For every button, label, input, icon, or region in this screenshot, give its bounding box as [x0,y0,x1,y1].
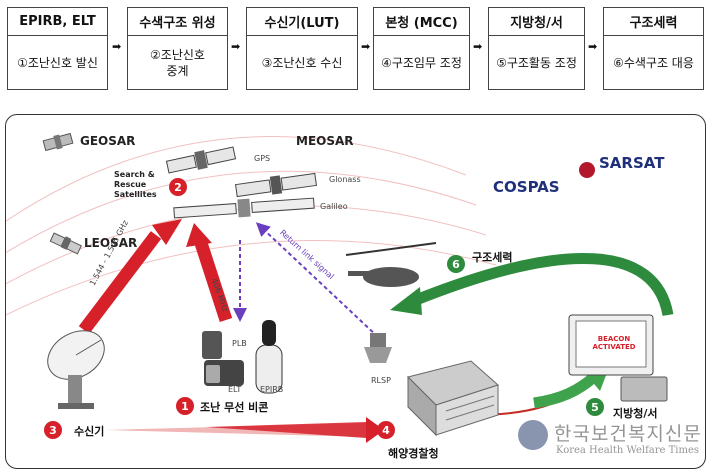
leosar-label: LEOSAR [84,236,138,250]
downlink-arrow [78,231,162,334]
node-badge-5: 5 [586,398,604,416]
lut-to-mcc-arrowhead [366,417,384,443]
process-flow: EPIRB, ELT ①조난신호 발신 ➡ 수색구조 위성 ②조난신호 중계 ➡… [0,0,711,100]
uplink-arrowhead [186,223,212,247]
flow-step-4: 본청 (MCC) ④구조임무 조정 [373,7,470,90]
sarsat-logo-text: SARSAT [599,154,665,172]
flow-step-body: ⑤구조활동 조정 [496,55,577,70]
mcc-node-label: 해양경찰청 [388,447,439,460]
cospas-sarsat-logo-icon [579,162,595,178]
lut-to-mcc-arrow [206,422,366,438]
regional-node-label: 지방청/서 [613,407,658,420]
flow-step-head: 구조세력 [604,8,703,36]
flow-step-2: 수색구조 위성 ②조난신호 중계 [127,7,228,90]
flow-step-body: ⑥수색구조 대응 [613,55,694,70]
regional-office-computer-icon [568,314,668,402]
gps-label: GPS [254,154,271,163]
node-badge-3: 3 [44,421,62,439]
epirb-label: EPIRB [260,385,284,394]
flow-arrow-icon: ➡ [588,40,598,53]
sarsat-diagram: GEOSAR MEOSAR LEOSAR GPS Glonass Galileo… [5,114,706,469]
flow-step-body: ④구조임무 조정 [381,55,462,70]
region-to-rescue-arrowhead [390,287,422,315]
node-badge-2: 2 [169,178,187,196]
plb-label: PLB [232,339,247,348]
flow-arrow-icon: ➡ [112,40,122,53]
flow-step-3: 수신기(LUT) ③조난신호 수신 [246,7,358,90]
node-badge-6: 6 [447,255,465,273]
flow-step-head: 수신기(LUT) [247,8,357,36]
flow-arrow-icon: ➡ [361,40,371,53]
orbit-arc [6,136,467,222]
rescue-node-label: 구조세력 [472,251,513,264]
helicopter-icon [345,242,437,287]
orbit-arc [6,170,477,254]
beacon-activated-text: BEACON ACTIVATED [592,335,636,351]
galileo-label: Galileo [320,202,348,211]
leosar-satellite-icon [49,232,82,255]
glonass-label: Glonass [329,175,361,184]
elt-label: ELT [228,385,242,394]
gps-satellite-icon [165,146,237,174]
return-link-line [255,222,379,338]
flow-step-head: 수색구조 위성 [128,8,227,36]
flow-step-body: ①조난신호 발신 [17,55,98,70]
mcc-building-icon [407,360,499,437]
flow-step-6: 구조세력 ⑥수색구조 대응 [603,7,704,90]
orbit-arc [6,240,497,316]
node-badge-4: 4 [377,421,395,439]
diagram-graphics [6,132,674,443]
flow-step-body: ②조난신호 중계 [150,47,205,78]
rlsp-antenna-icon [364,333,392,363]
flow-step-head: 본청 (MCC) [374,8,469,36]
galileo-satellite-icon [173,197,315,219]
cospas-logo-text: COSPAS [493,178,560,196]
receiver-node-label: 수신기 [74,425,105,438]
flow-arrow-icon: ➡ [231,40,241,53]
mcc-to-region-arrow [533,372,598,409]
flow-step-5: 지방청/서 ⑤구조활동 조정 [488,7,585,90]
flow-step-body: ③조난신호 수신 [261,55,343,70]
search-rescue-satellites-label: Search & Rescue Satellites [114,170,157,199]
watermark-korean: 한국보건복지신문 [554,423,702,445]
lut-dish-icon [47,330,105,409]
flow-step-1: EPIRB, ELT ①조난신호 발신 [7,7,108,90]
region-to-rescue-arrow [413,253,674,317]
watermark-english: Korea Health Welfare Times [556,445,700,456]
node-badge-1: 1 [176,397,194,415]
watermark-seal-icon [518,420,548,450]
glonass-satellite-icon [234,172,318,198]
uplink-arrow [194,240,233,323]
beacon-node-label: 조난 무선 비콘 [200,401,269,414]
flow-arrow-icon: ➡ [473,40,483,53]
beacon-devices-icon [202,320,283,394]
flow-step-head: 지방청/서 [489,8,584,36]
geosar-label: GEOSAR [80,134,136,148]
downlink-arrowhead [152,219,182,245]
meosar-label: MEOSAR [296,134,354,148]
geosar-satellite-icon [42,132,74,152]
flow-step-head: EPIRB, ELT [8,8,107,36]
rlsp-label: RLSP [371,376,391,385]
